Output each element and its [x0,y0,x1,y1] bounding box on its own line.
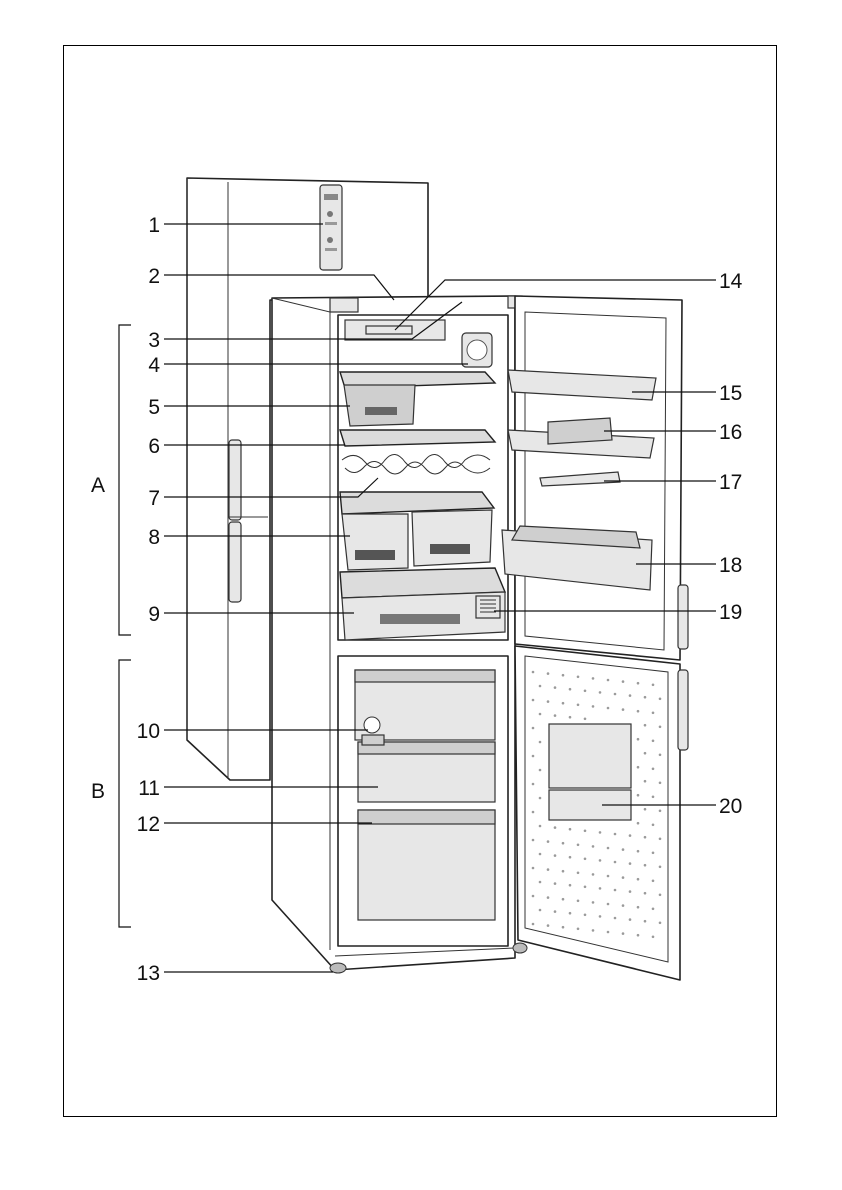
callout-11: 11 [138,777,160,800]
callout-17: 17 [719,471,742,494]
callout-3: 3 [148,329,160,352]
section-a-bracket [119,325,131,635]
section-label-a: A [91,474,105,497]
callout-20: 20 [719,795,742,818]
section-b-bracket [119,660,131,927]
callout-8: 8 [148,526,160,549]
callout-9: 9 [148,603,160,626]
callout-16: 16 [719,421,742,444]
callout-10: 10 [137,720,160,743]
callout-13: 13 [137,962,160,985]
open-fridge-cabinet [272,296,522,973]
section-label-b: B [91,780,105,803]
callout-19: 19 [719,601,742,624]
callout-15: 15 [719,382,742,405]
callout-18: 18 [719,554,742,577]
callout-7: 7 [148,487,160,510]
callout-14: 14 [719,270,743,293]
callout-4: 4 [148,354,160,377]
open-doors [502,296,688,980]
callout-2: 2 [148,265,160,288]
callout-6: 6 [148,435,160,458]
callout-12: 12 [137,813,160,836]
callout-5: 5 [148,396,160,419]
callout-1: 1 [148,214,160,237]
